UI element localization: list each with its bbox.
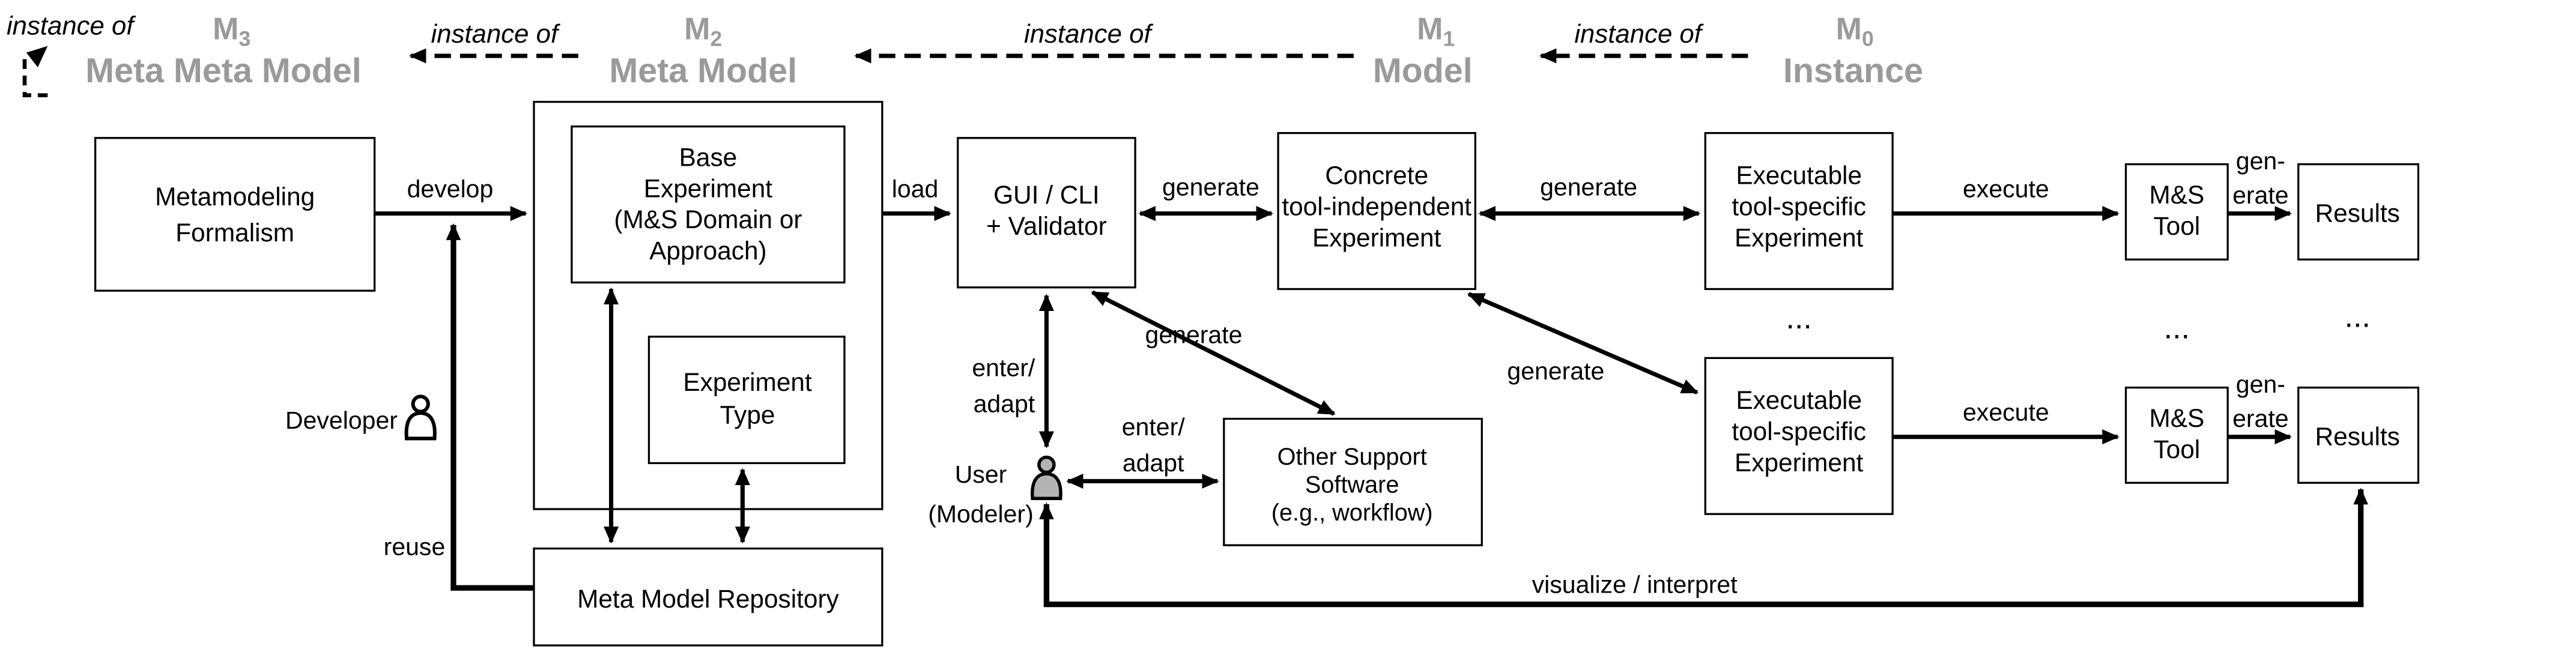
experiment-type-label: Type (720, 401, 775, 429)
enter-adapt-support-label: enter/ (1122, 413, 1185, 441)
concrete-experiment-label: tool-independent (1282, 192, 1471, 220)
instance-of-self-loop-arrow (22, 59, 48, 97)
gui-cli-validator-box (957, 137, 1136, 289)
visualize-interpret-label: visualize / interpret (1532, 570, 1738, 598)
user-label: (Modeler) (928, 500, 1033, 528)
level-headers: M3 Meta Meta Model M2 Meta Model M1 Mode… (85, 12, 1923, 90)
level-m0-name: Instance (1783, 52, 1923, 90)
developer-label: Developer (285, 406, 398, 434)
other-support-software-label: Software (1305, 472, 1399, 498)
develop-label: develop (407, 175, 494, 202)
level-m2-name: Meta Model (609, 52, 797, 90)
ms-tool-top-label: Tool (2153, 212, 2200, 240)
metamodeling-formalism-label: Formalism (175, 219, 294, 247)
level-m3-symbol: M3 (213, 12, 250, 51)
level-m1-symbol: M1 (1417, 12, 1455, 51)
generate-results-bottom-label: erate (2232, 405, 2289, 432)
concrete-experiment-label: Experiment (1312, 223, 1441, 252)
level-m1-name: Model (1373, 52, 1473, 90)
developer-person-icon (404, 394, 437, 441)
generate-concrete-exec-bottom-arrow (1467, 292, 1699, 395)
executable-experiment-bottom-label: Executable (1736, 386, 1862, 414)
level-m3-name: Meta Meta Model (85, 52, 362, 90)
ms-tool-top-box (2124, 163, 2229, 261)
generate-results-bottom-label: gen- (2236, 370, 2285, 398)
meta-model-repository-label: Meta Model Repository (577, 585, 840, 613)
user-person-icon (1037, 455, 1056, 474)
enter-adapt-gui-label: enter/ (972, 354, 1035, 381)
instance-of-m2-m3-label: instance of (431, 19, 560, 49)
instance-of-m0-m1-label: instance of (1574, 19, 1703, 49)
other-support-software-label: (e.g., workflow) (1271, 500, 1433, 526)
results-ellipsis: ... (2345, 299, 2371, 334)
experiment-type-box (647, 336, 846, 465)
instance-of-self-label: instance of (7, 11, 136, 40)
executable-experiment-top-label: Executable (1736, 161, 1862, 189)
executable-experiment-top-label: Experiment (1735, 223, 1864, 252)
executable-experiment-bottom-label: Experiment (1735, 448, 1864, 477)
metamodeling-formalism-label: Metamodeling (155, 183, 315, 211)
generate-results-top-label: erate (2232, 181, 2289, 209)
executable-experiment-top-box (1704, 131, 1894, 291)
generate-gui-support-arrow (1091, 290, 1336, 416)
experiment-type-label: Experiment (683, 368, 812, 396)
gui-cli-validator-label: GUI / CLI (993, 181, 1100, 209)
reuse-label: reuse (384, 533, 446, 561)
visualize-interpret-arrow (1039, 487, 2368, 608)
other-support-software-box (1223, 417, 1483, 546)
load-label: load (892, 175, 939, 202)
base-experiment-box (571, 125, 846, 284)
base-experiment-label: Approach) (649, 237, 767, 265)
executable-experiment-top-label: tool-specific (1732, 192, 1866, 220)
instance-of-arrows: instance of instance of instance of inst… (7, 11, 1748, 97)
ms-tool-bottom-label: M&S (2149, 404, 2204, 432)
base-experiment-label: Experiment (644, 174, 773, 202)
enter-adapt-support-label: adapt (1123, 449, 1184, 477)
gui-cli-validator-label: + Validator (986, 212, 1107, 240)
generate-concrete-exec-bottom-label: generate (1507, 357, 1604, 385)
ms-tool-ellipsis: ... (2164, 311, 2190, 346)
developer-person-icon (411, 394, 430, 414)
executable-experiment-bottom-label: tool-specific (1732, 417, 1866, 445)
developer-actor: Developer (285, 394, 437, 441)
concrete-experiment-label: Concrete (1325, 161, 1428, 189)
ms-tool-top-label: M&S (2149, 181, 2204, 209)
base-experiment-label: (M&S Domain or (614, 205, 802, 234)
execute-bottom-label: execute (1963, 398, 2049, 426)
results-bottom-label: Results (2315, 422, 2400, 450)
executable-ellipsis: ... (1786, 301, 1812, 336)
ms-tool-bottom-label: Tool (2153, 435, 2200, 463)
results-top-label: Results (2315, 199, 2400, 227)
generate-results-top-label: gen- (2236, 147, 2285, 175)
user-label: User (955, 460, 1007, 488)
results-top-box (2297, 163, 2420, 261)
level-m0-symbol: M0 (1836, 12, 1874, 51)
enter-adapt-gui-label: adapt (974, 390, 1035, 418)
generate-label: generate (1540, 174, 1637, 201)
instance-of-self-loop-arrowhead-icon (26, 46, 48, 68)
metamodeling-formalism-box (94, 137, 376, 292)
meta-model-repository-box (533, 547, 883, 647)
execute-top-label: execute (1963, 175, 2049, 202)
reuse-arrow (446, 223, 534, 591)
developer-person-icon (404, 411, 437, 441)
results-bottom-box (2297, 386, 2420, 484)
instance-of-m1-m2-label: instance of (1024, 19, 1153, 49)
level-m2-symbol: M2 (684, 12, 722, 51)
concrete-experiment-box (1277, 131, 1476, 291)
generate-label: generate (1162, 174, 1259, 201)
base-experiment-label: Base (679, 143, 738, 171)
other-support-software-label: Other Support (1277, 444, 1427, 470)
generate-gui-support-label: generate (1145, 321, 1243, 349)
user-person-icon (1031, 472, 1062, 500)
